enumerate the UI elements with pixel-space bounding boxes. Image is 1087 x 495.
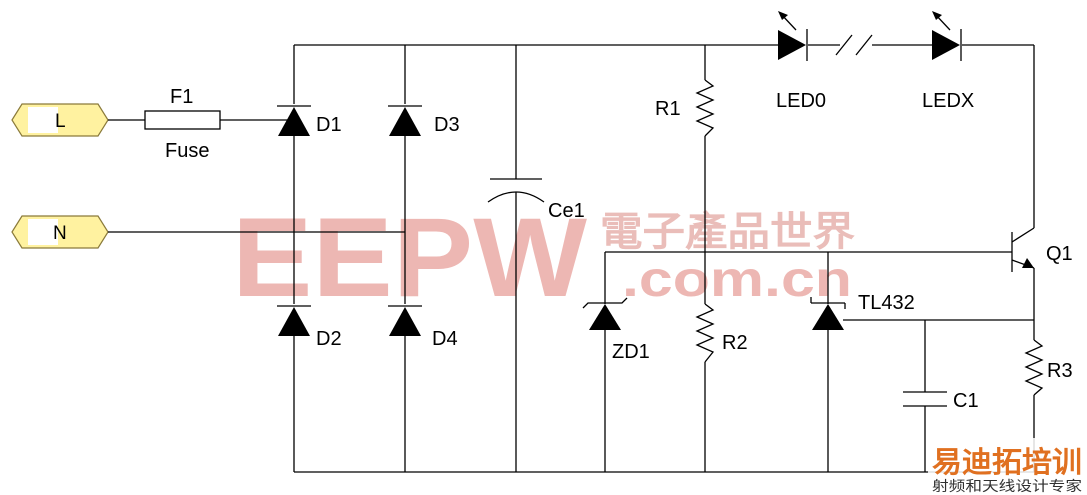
diode-d4-label: D4 (432, 328, 458, 350)
resistor-r2-label: R2 (722, 332, 748, 354)
fuse-name-label: Fuse (165, 140, 209, 162)
watermark-logo: EEPW (232, 195, 587, 320)
diode-d4: D4 (388, 305, 458, 350)
led-chain-break (835, 34, 873, 56)
transistor-q1-label: Q1 (1046, 243, 1073, 265)
resistor-r1: R1 (655, 79, 715, 137)
resistor-r1-label: R1 (655, 98, 681, 120)
resistor-r3: R3 (1024, 339, 1073, 396)
eepw-watermark: EEPW 電子產品世界 .com.cn (232, 195, 855, 320)
fuse-ref-label: F1 (170, 86, 193, 108)
diode-d2-label: D2 (316, 328, 342, 350)
port-n-label: N (53, 223, 67, 244)
diode-d1-label: D1 (316, 114, 342, 136)
capacitor-ce1: Ce1 (487, 178, 585, 222)
regulator-tl432: TL432 (810, 292, 915, 330)
diode-d1: D1 (277, 105, 342, 136)
led-ledx-label: LEDX (922, 90, 974, 112)
capacitor-ce1-label: Ce1 (548, 200, 585, 222)
diode-d3: D3 (388, 105, 460, 136)
corner-brand: 易迪拓培训 射频和天线设计专家 (928, 438, 1087, 495)
corner-brand-subtitle: 射频和天线设计专家 (932, 478, 1082, 495)
capacitor-c1: C1 (903, 390, 979, 412)
port-l: L (11, 103, 109, 137)
zener-zd1-label: ZD1 (612, 341, 650, 363)
diode-d3-label: D3 (434, 114, 460, 136)
port-n: N (11, 215, 109, 249)
capacitor-c1-label: C1 (953, 390, 979, 412)
diode-d2: D2 (277, 305, 342, 350)
watermark-chinese: 電子產品世界 (600, 210, 855, 254)
transistor-q1: Q1 (1011, 227, 1073, 272)
watermark-domain: .com.cn (622, 251, 852, 307)
led-led0-label: LED0 (776, 90, 826, 112)
resistor-r3-label: R3 (1047, 360, 1073, 382)
regulator-tl432-label: TL432 (858, 292, 915, 314)
resistor-r2: R2 (695, 303, 748, 363)
fuse-f1: F1 Fuse (144, 86, 221, 162)
led-led0: LED0 (776, 11, 826, 112)
port-l-label: L (55, 111, 66, 132)
led-ledx: LEDX (922, 11, 974, 112)
wires (108, 44, 1035, 473)
zener-zd1: ZD1 (582, 297, 650, 363)
corner-brand-title: 易迪拓培训 (932, 445, 1082, 479)
